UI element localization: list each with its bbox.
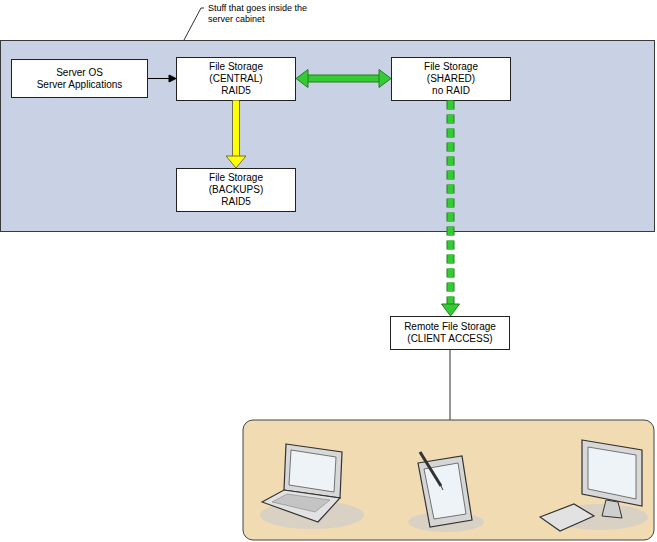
box-label: File Storage [209, 61, 263, 73]
storage-box: File Storage(SHARED)no RAID [391, 57, 511, 101]
storage-box: Remote File Storage(CLIENT ACCESS) [390, 316, 510, 350]
leader-line [184, 8, 201, 40]
box-label: (CLIENT ACCESS) [407, 333, 492, 345]
box-label: Server OS [56, 67, 103, 79]
leader-line [201, 8, 204, 9]
box-label: File Storage [209, 172, 263, 184]
box-label: (CENTRAL) [209, 73, 262, 85]
server-cabinet: Server OSServer ApplicationsFile Storage… [0, 40, 655, 232]
box-label: RAID5 [221, 196, 250, 208]
access-line [450, 350, 451, 420]
box-label: File Storage [424, 61, 478, 73]
box-label: Server Applications [37, 79, 123, 91]
desktop-icon [540, 440, 648, 531]
process-box: Server OSServer Applications [11, 59, 148, 98]
box-label: no RAID [432, 85, 470, 97]
box-label: Remote File Storage [404, 321, 496, 333]
box-label: (BACKUPS) [209, 184, 263, 196]
arrow-head [442, 304, 460, 316]
storage-box: File Storage(CENTRAL)RAID5 [176, 57, 296, 101]
tablet-icon [408, 452, 484, 532]
storage-box: File Storage(BACKUPS)RAID5 [176, 168, 296, 212]
client-panel [243, 420, 654, 540]
laptop-icon [260, 444, 364, 529]
box-label: RAID5 [221, 85, 250, 97]
box-label: (SHARED) [427, 73, 475, 85]
callout-label: Stuff that goes inside the server cabine… [208, 3, 320, 25]
